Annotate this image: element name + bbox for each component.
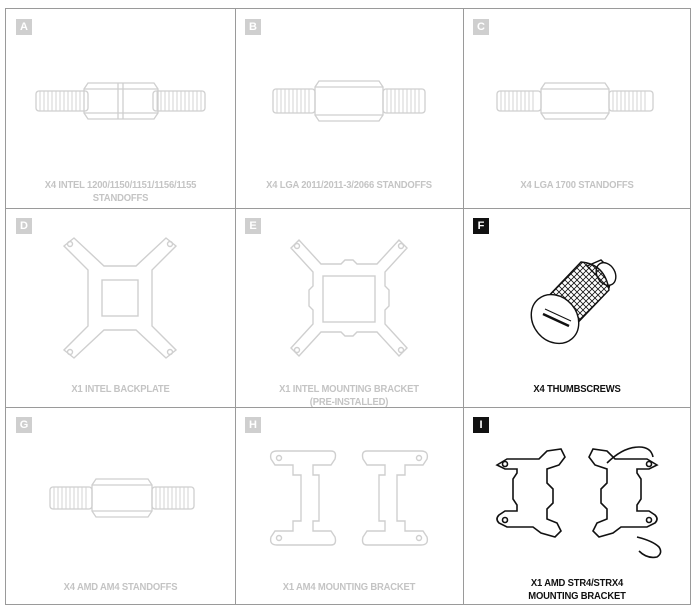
grid-divider: [6, 407, 690, 408]
amd-str4-bracket-icon: [495, 446, 662, 559]
grid-divider: [6, 208, 690, 209]
part-cell-f: F X4 THUMBSCREWS: [463, 208, 691, 407]
am4-mounting-bracket-icon: [269, 450, 429, 546]
part-letter-badge: E: [245, 218, 261, 234]
part-letter-badge: A: [16, 19, 32, 35]
part-cell-e: E X1 INTEL MOUNTING BRACKET (PRE-INSTALL…: [235, 208, 463, 409]
part-caption: X1 INTEL MOUNTING BRACKET (PRE-INSTALLED…: [246, 383, 451, 409]
part-caption: X1 AM4 MOUNTING BRACKET: [246, 581, 451, 594]
intel-backplate-icon: [62, 237, 178, 359]
caption-line: X1 INTEL MOUNTING BRACKET: [279, 383, 419, 395]
amd-am4-standoff-icon: [49, 478, 195, 518]
parts-grid: A X4 INTEL 1200/1150/1151/1156/1155 STAN…: [5, 8, 691, 605]
caption-line: STANDOFFS: [92, 192, 149, 204]
part-letter-badge: B: [245, 19, 261, 35]
grid-divider: [235, 9, 236, 604]
part-caption: X4 THUMBSCREWS: [474, 383, 679, 396]
lga2011-standoff-icon: [272, 80, 426, 122]
caption-line: MOUNTING BRACKET: [528, 590, 626, 602]
intel-standoff-icon: [35, 82, 206, 120]
part-letter-badge: G: [16, 417, 32, 433]
part-caption: X1 INTEL BACKPLATE: [17, 383, 223, 396]
part-caption: X1 AMD STR4/STRX4 MOUNTING BRACKET: [474, 577, 679, 603]
caption-line: X1 AM4 MOUNTING BRACKET: [282, 581, 416, 593]
part-letter-badge: F: [473, 218, 489, 234]
grid-divider: [463, 9, 464, 604]
part-letter-badge: I: [473, 417, 489, 433]
caption-line: X4 INTEL 1200/1150/1151/1156/1155: [44, 179, 197, 191]
caption-line: X4 THUMBSCREWS: [533, 383, 621, 395]
caption-line: X4 LGA 2011/2011-3/2066 STANDOFFS: [266, 179, 432, 191]
caption-line: X4 LGA 1700 STANDOFFS: [520, 179, 634, 191]
thumbscrew-icon: [530, 259, 617, 345]
lga1700-standoff-icon: [496, 82, 654, 120]
part-cell-i: I X1 AMD STR4/STRX4 MOUNTING BRACKET: [463, 407, 691, 605]
part-letter-badge: H: [245, 417, 261, 433]
caption-line: (PRE-INSTALLED): [309, 396, 389, 408]
part-cell-g: G X4 AMD AM4 STANDOFFS: [6, 407, 235, 605]
part-cell-c: C X4 LGA 1700 STANDOFFS: [463, 9, 691, 208]
part-cell-h: H X1 AM4 MOUNTING BRACKET: [235, 407, 463, 605]
caption-line: X1 INTEL BACKPLATE: [71, 383, 170, 395]
part-caption: X4 LGA 2011/2011-3/2066 STANDOFFS: [246, 179, 451, 192]
part-cell-a: A X4 INTEL 1200/1150/1151/1156/1155 STAN…: [6, 9, 235, 208]
part-cell-d: D X1 INTEL BACKPLATE: [6, 208, 235, 407]
part-letter-badge: C: [473, 19, 489, 35]
part-caption: X4 INTEL 1200/1150/1151/1156/1155 STANDO…: [17, 179, 223, 205]
part-caption: X4 LGA 1700 STANDOFFS: [474, 179, 679, 192]
caption-line: X1 AMD STR4/STRX4: [530, 577, 624, 589]
intel-mounting-bracket-icon: [290, 238, 408, 358]
part-letter-badge: D: [16, 218, 32, 234]
part-cell-b: B X4 LGA 2011/2011-3/2066 STANDOFFS: [235, 9, 463, 208]
caption-line: X4 AMD AM4 STANDOFFS: [63, 581, 178, 593]
part-caption: X4 AMD AM4 STANDOFFS: [17, 581, 223, 594]
